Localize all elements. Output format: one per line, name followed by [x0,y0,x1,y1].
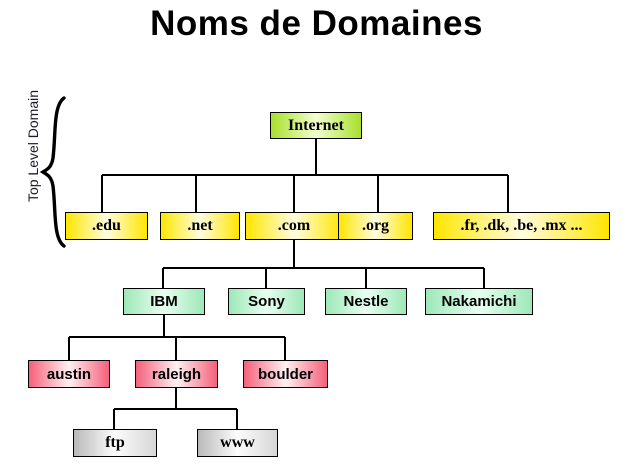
node-org-nestle-label: Nestle [343,293,389,310]
node-site-boulder[interactable]: boulder [243,360,328,388]
page-title: Noms de Domaines [150,4,483,43]
node-tld-org[interactable]: .org [338,212,413,240]
node-service-www-label: www [220,434,255,451]
node-tld-country-codes-label: .fr, .dk, .be, .mx ... [460,217,583,234]
node-org-ibm-label: IBM [150,293,178,310]
node-tld-country-codes[interactable]: .fr, .dk, .be, .mx ... [433,212,610,240]
node-tld-com[interactable]: .com [245,212,343,240]
node-org-sony[interactable]: Sony [228,288,305,315]
curly-brace-icon [40,96,66,248]
node-tld-edu[interactable]: .edu [65,212,148,240]
node-service-ftp-label: ftp [105,434,125,451]
node-site-austin-label: austin [46,365,92,383]
node-site-austin[interactable]: austin [28,360,110,388]
node-org-nestle[interactable]: Nestle [325,288,407,315]
node-tld-org-label: .org [361,217,390,234]
node-org-nakamichi[interactable]: Nakamichi [425,288,533,315]
node-service-ftp[interactable]: ftp [73,429,157,457]
node-service-www[interactable]: www [197,429,278,457]
node-site-boulder-label: boulder [258,365,313,383]
node-org-ibm[interactable]: IBM [123,288,205,315]
node-tld-net[interactable]: .net [160,212,240,240]
node-org-nakamichi-label: Nakamichi [441,293,517,310]
node-site-raleigh[interactable]: raleigh [135,360,218,388]
node-tld-com-label: .com [277,217,311,234]
node-internet[interactable]: Internet [270,112,362,139]
node-site-raleigh-label: raleigh [151,365,202,383]
node-tld-edu-label: .edu [92,217,121,234]
top-level-domain-label: Top Level Domain [25,89,41,203]
node-org-sony-label: Sony [248,293,285,310]
node-internet-label: Internet [288,116,344,134]
node-tld-net-label: .net [187,217,213,234]
